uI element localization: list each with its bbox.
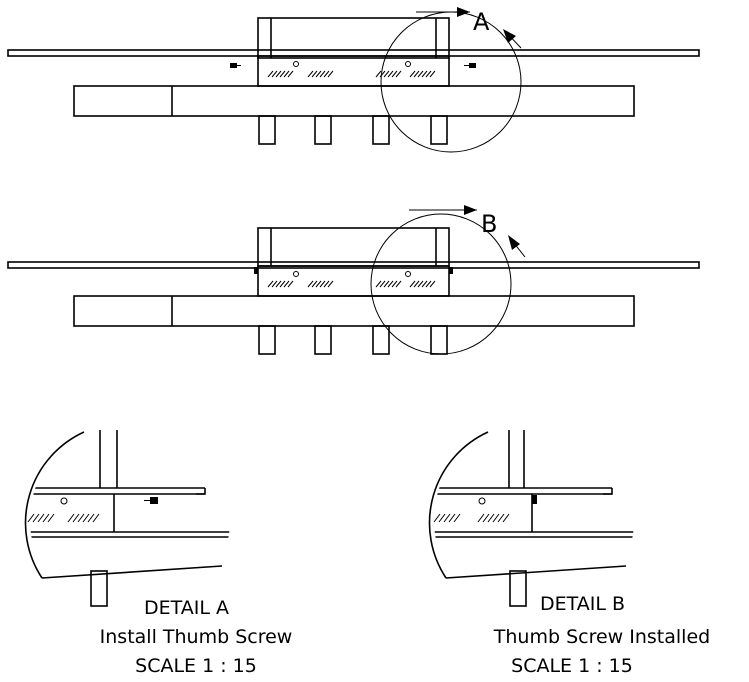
shelf-plate [7,49,700,57]
thumb-screw-installed-detail-b [532,495,537,504]
detail-b-caption: Thumb Screw Installed [493,626,710,648]
foot [430,115,448,145]
detail-boundary-a [24,431,85,579]
upper-housing [257,17,450,59]
detail-b-scale: SCALE 1 : 15 [511,655,633,677]
detail-boundary-b [428,431,489,579]
thumb-screw-installed-right [449,267,453,274]
detail-a-title: DETAIL A [144,597,229,619]
foot [430,325,448,355]
thumb-screw-right [464,63,476,68]
detail-a-caption: Install Thumb Screw [100,626,293,648]
thumb-screw-detail-a [144,497,158,504]
assembly-view-top: A [7,7,700,153]
upper-housing [257,227,450,267]
lower-rail [73,295,635,327]
vent-slots [267,70,436,78]
detail-circle-b [370,213,512,355]
vent-slots [27,513,100,523]
foot [314,115,332,145]
callout-label-b: B [481,210,497,238]
detail-view-a: DETAIL A Install Thumb Screw SCALE 1 : 1… [24,430,293,677]
callout-arrow-a [416,7,522,49]
thumb-screw-left [230,63,241,68]
vent-slots [433,513,510,523]
thumb-screw-installed-left [254,267,258,274]
assembly-view-middle: B [7,205,700,355]
detail-a-scale: SCALE 1 : 15 [135,655,257,677]
foot [90,570,108,607]
callout-arrow-b [409,205,526,258]
bracket [257,265,450,297]
lower-rail [73,85,635,117]
vent-slots [267,280,436,288]
foot [258,115,276,145]
callout-label-a: A [473,8,490,36]
foot [509,570,527,607]
foot [372,115,390,145]
detail-b-title: DETAIL B [540,593,625,615]
foot [372,325,390,355]
shelf-plate [7,261,700,269]
foot [258,325,276,355]
detail-circle-a [380,11,522,153]
detail-view-b: DETAIL B Thumb Screw Installed SCALE 1 :… [428,430,710,677]
foot [314,325,332,355]
bracket [257,55,450,87]
